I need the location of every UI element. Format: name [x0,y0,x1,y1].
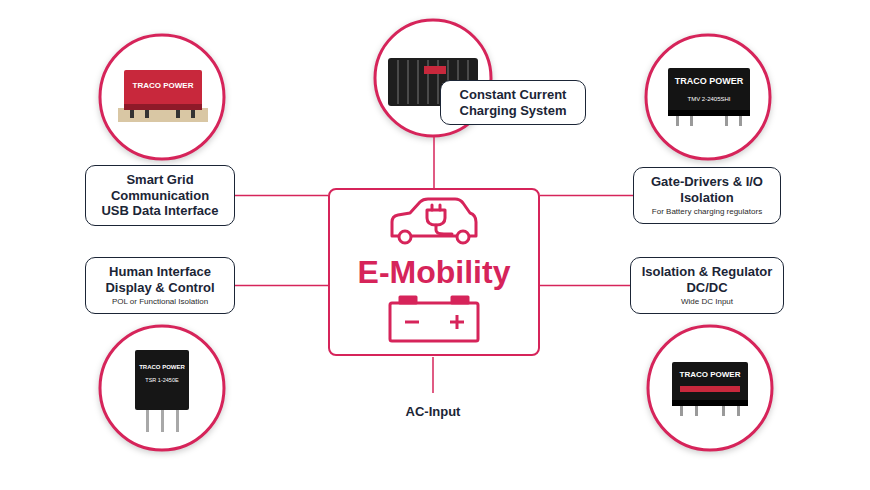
plug-body [427,210,445,225]
pin [130,110,134,118]
label-stripe [680,386,740,392]
module-body [672,362,748,404]
fin [397,60,399,104]
pin [737,406,740,416]
brand-sticker [424,66,446,74]
box-note: POL or Functional Isolation [92,297,228,307]
module-body [135,350,189,410]
hub-title: E-Mobility [358,253,511,291]
pin [146,410,149,432]
pin [739,116,742,126]
connector-line [235,285,328,287]
connector-line [540,285,630,287]
part-number: TSR 1-2450E [145,377,178,383]
function-box: Human Interface Display & ControlPOL or … [85,257,235,314]
product-circles [100,20,772,450]
connector-line [540,195,633,197]
plug-cable [436,225,452,234]
fin [417,60,419,104]
module-pins [680,406,740,416]
function-box: Gate-Drivers & I/O IsolationFor Battery … [633,167,781,224]
car-wheel [399,231,411,243]
dc-module-photo [672,362,748,416]
module-edge [124,104,202,110]
sip-module-photo [135,350,189,432]
battery-terminal [452,297,468,303]
plug-prong [431,205,434,210]
car-wheel [457,231,469,243]
battery-terminal [400,297,416,303]
module-edge [672,400,748,406]
input-label: AC-Input [406,405,461,419]
dc-module-photo [668,68,750,126]
fin [407,60,409,104]
part-number: TMV 2-2405SHI [687,96,730,103]
module-body [668,68,750,114]
brand-text: TRACO POWER [675,77,744,87]
product-circle [100,326,224,450]
module-edge [668,110,750,116]
pcb-board [118,108,208,122]
module-pins [676,116,742,126]
module-pins [146,410,179,432]
brand-text: TRACO POWER [139,364,185,371]
battery-icon [390,297,478,341]
pin [676,116,679,126]
pin [176,410,179,432]
battery-body [390,303,478,341]
pin [161,410,164,432]
product-circle [100,35,224,159]
pin [725,116,728,126]
hub-box: E-Mobility [328,188,540,356]
box-heading: Isolation & Regulator DC/DC [637,264,777,295]
dc-module-photo [118,70,208,122]
box-heading: Human Interface Display & Control [94,264,226,295]
box-heading: Gate-Drivers & I/O Isolation [649,174,765,205]
product-circle [648,326,772,450]
pin [191,110,195,118]
leader-line [432,357,434,393]
connector-line [433,137,435,188]
brand-text: TRACO POWER [133,82,194,91]
function-box: Isolation & Regulator DC/DC Wide DC Input [630,257,784,314]
brand-text: TRACO POWER [680,371,741,380]
pin [695,406,698,416]
minus-sign [405,321,419,324]
connector-line [235,195,328,197]
pin [145,110,149,118]
product-circle [646,35,770,159]
plus-sign [456,315,459,329]
box-heading: Constant Current Charging System [449,87,577,118]
module-body [124,70,202,110]
module-pins [130,110,195,118]
car-plug-icon [392,199,476,243]
box-note: Wide DC Input [637,297,777,307]
box-note: For Battery charging regulators [640,207,774,217]
pin [722,406,725,416]
pin [680,406,683,416]
function-box: Constant Current Charging System [440,80,586,125]
pin [176,110,180,118]
plug-prong [439,205,442,210]
function-box: Smart Grid Communication USB Data Interf… [85,165,235,226]
pin [690,116,693,126]
box-heading: Smart Grid Communication USB Data Interf… [96,172,224,219]
